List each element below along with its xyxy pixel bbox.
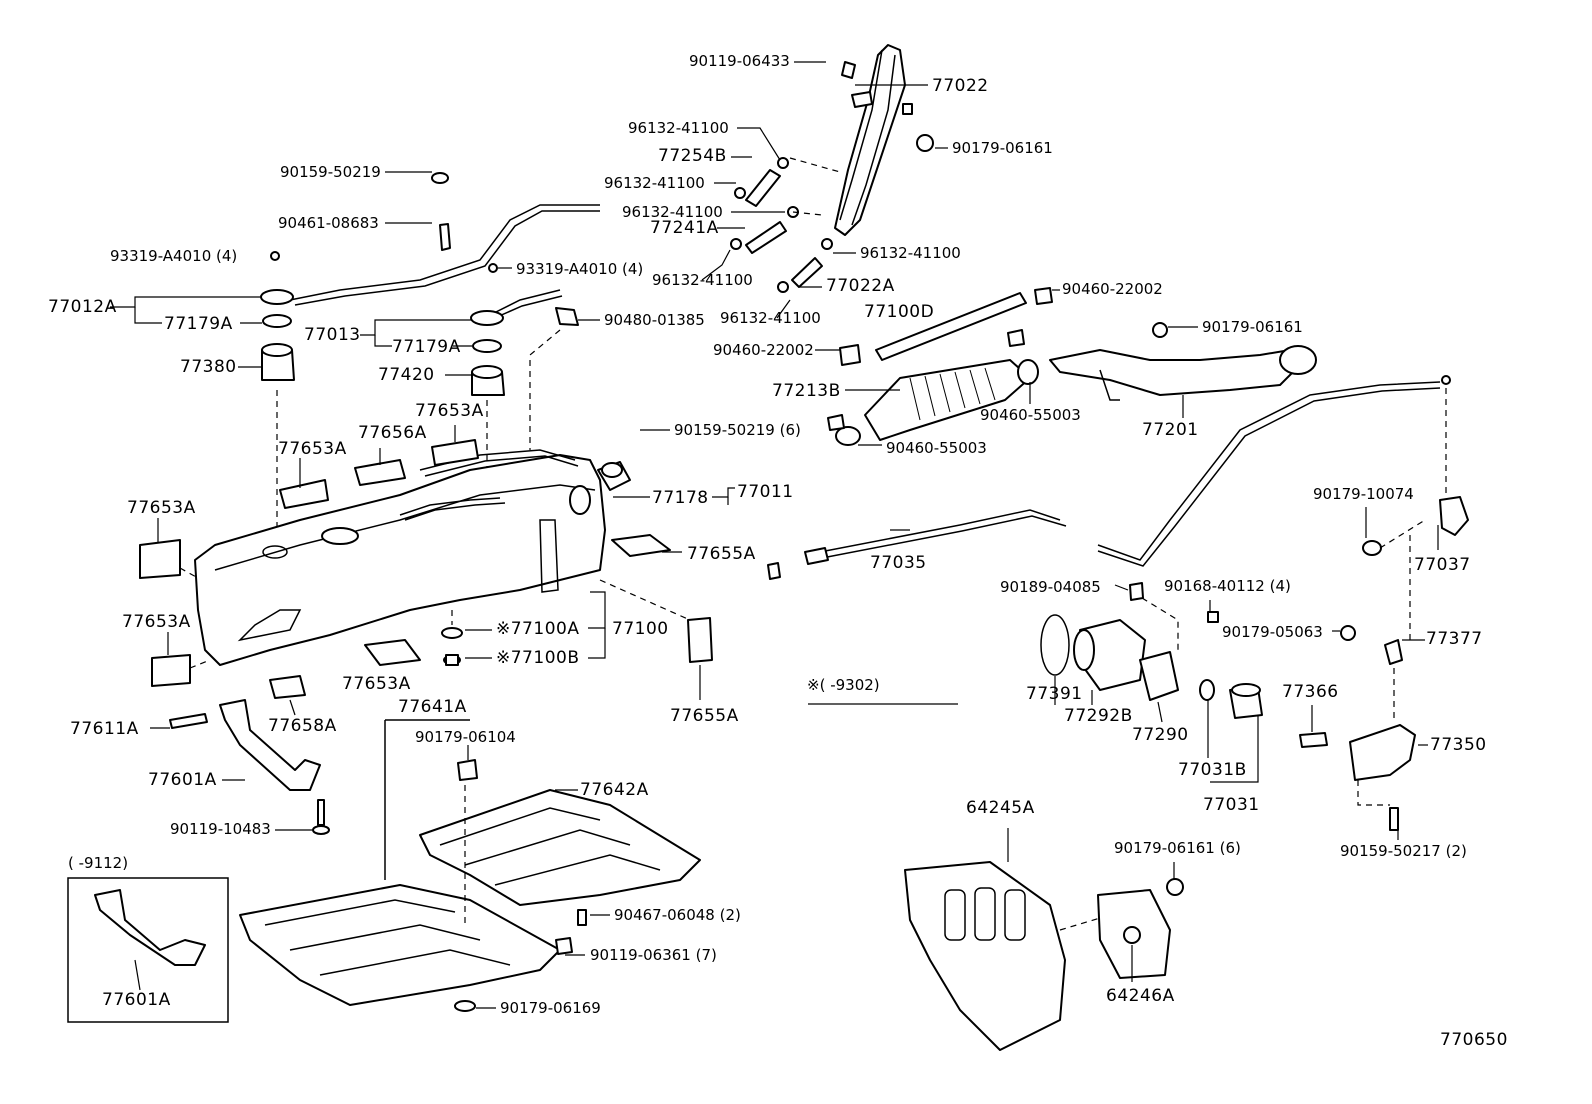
breather-hoses (730, 157, 841, 293)
label-90159-50219-6: 90159-50219 (6) (674, 421, 801, 439)
label-77601A-a: 77601A (148, 770, 217, 790)
label-77022: 77022 (932, 76, 989, 96)
label-90159-50217: 90159-50217 (2) (1340, 842, 1467, 860)
label-77377: 77377 (1426, 629, 1483, 649)
label-90179-05063: 90179-05063 (1222, 623, 1323, 641)
label-77035: 77035 (870, 553, 927, 573)
label-77100A: ※77100A (496, 619, 580, 639)
label-90179-06161-a: 90179-06161 (952, 139, 1053, 157)
label-96132-41100-a: 96132-41100 (628, 119, 729, 137)
filler-neck (827, 287, 1317, 446)
label-77031: 77031 (1203, 795, 1260, 815)
label-77653A-a: 77653A (415, 401, 484, 421)
label-90460-22002-a: 90460-22002 (1062, 280, 1163, 298)
label-90460-22002-b: 90460-22002 (713, 341, 814, 359)
label-90460-55003-a: 90460-55003 (980, 406, 1081, 424)
label-77641A: 77641A (398, 697, 467, 717)
label-90179-06104: 90179-06104 (415, 728, 516, 746)
label-77380: 77380 (180, 357, 237, 377)
heat-insulators (904, 861, 1184, 1051)
range-note-9302: ※( -9302) (807, 676, 880, 694)
label-96132-41100-f: 96132-41100 (720, 309, 821, 327)
fuel-tank-protectors (239, 719, 701, 1012)
label-77601A-b: 77601A (102, 990, 171, 1010)
label-77350: 77350 (1430, 735, 1487, 755)
label-93319-a4010-b: 93319-A4010 (4) (516, 260, 644, 278)
label-90179-06169: 90179-06169 (500, 999, 601, 1017)
label-77012A: 77012A (48, 297, 117, 317)
label-90461-08683: 90461-08683 (278, 214, 379, 232)
filler-inlet-parts (1040, 582, 1263, 719)
label-90460-55003-b: 90460-55003 (886, 439, 987, 457)
label-96132-41100-d: 96132-41100 (860, 244, 961, 262)
label-77241A: 77241A (650, 218, 719, 238)
label-77031B: 77031B (1178, 760, 1247, 780)
label-93319-a4010-a: 93319-A4010 (4) (110, 247, 238, 265)
filler-breather-pipe (834, 44, 934, 236)
label-90480-01385: 90480-01385 (604, 311, 705, 329)
label-77658A: 77658A (268, 716, 337, 736)
label-64246A: 64246A (1106, 986, 1175, 1006)
label-77290: 77290 (1132, 725, 1189, 745)
label-77201: 77201 (1142, 420, 1199, 440)
label-77178: 77178 (652, 488, 709, 508)
label-90467-06048: 90467-06048 (2) (614, 906, 741, 924)
label-77100D: 77100D (864, 302, 935, 322)
label-90119-06433: 90119-06433 (689, 52, 790, 70)
label-77179A-b: 77179A (392, 337, 461, 357)
label-77100: 77100 (612, 619, 669, 639)
sender-unit-parts (260, 251, 561, 545)
label-90119-06361: 90119-06361 (7) (590, 946, 717, 964)
label-77254B: 77254B (658, 146, 727, 166)
label-90119-10483: 90119-10483 (170, 820, 271, 838)
label-90168-40112: 90168-40112 (4) (1164, 577, 1291, 595)
diagram-id: 770650 (1440, 1030, 1508, 1050)
leader-lines (110, 61, 1439, 1009)
label-90179-06161-b: 90179-06161 (1202, 318, 1303, 336)
label-90189-04085: 90189-04085 (1000, 578, 1101, 596)
label-77391: 77391 (1026, 684, 1083, 704)
label-77013: 77013 (304, 325, 361, 345)
range-note-9112: ( -9112) (68, 854, 129, 872)
vent-tubes (289, 172, 600, 326)
label-90179-10074: 90179-10074 (1313, 485, 1414, 503)
tank-cushions (441, 610, 463, 666)
fuel-lid-parts (1299, 535, 1416, 831)
opener-cable (767, 375, 1469, 580)
label-77100B: ※77100B (496, 648, 580, 668)
insulator-pads (139, 439, 713, 687)
label-77366: 77366 (1282, 682, 1339, 702)
label-77653A-b: 77653A (278, 439, 347, 459)
label-90159-50219: 90159-50219 (280, 163, 381, 181)
inset-box (67, 877, 229, 1023)
label-77037: 77037 (1414, 555, 1471, 575)
label-96132-41100-e: 96132-41100 (652, 271, 753, 289)
label-64245A: 64245A (966, 798, 1035, 818)
tank-band (169, 675, 330, 835)
label-77022A: 77022A (826, 276, 895, 296)
label-77655A-b: 77655A (670, 706, 739, 726)
label-77213B: 77213B (772, 381, 841, 401)
label-77656A: 77656A (358, 423, 427, 443)
label-77011: 77011 (737, 482, 794, 502)
label-96132-41100-c: 96132-41100 (622, 203, 723, 221)
label-77653A-e: 77653A (342, 674, 411, 694)
label-77420: 77420 (378, 365, 435, 385)
label-77292B: 77292B (1064, 706, 1133, 726)
label-77653A-d: 77653A (122, 612, 191, 632)
label-90179-06161-6: 90179-06161 (6) (1114, 839, 1241, 857)
label-77179A-a: 77179A (164, 314, 233, 334)
label-77642A: 77642A (580, 780, 649, 800)
label-77655A-a: 77655A (687, 544, 756, 564)
label-96132-41100-b: 96132-41100 (604, 174, 705, 192)
label-77653A-c: 77653A (127, 498, 196, 518)
label-77611A: 77611A (70, 719, 139, 739)
